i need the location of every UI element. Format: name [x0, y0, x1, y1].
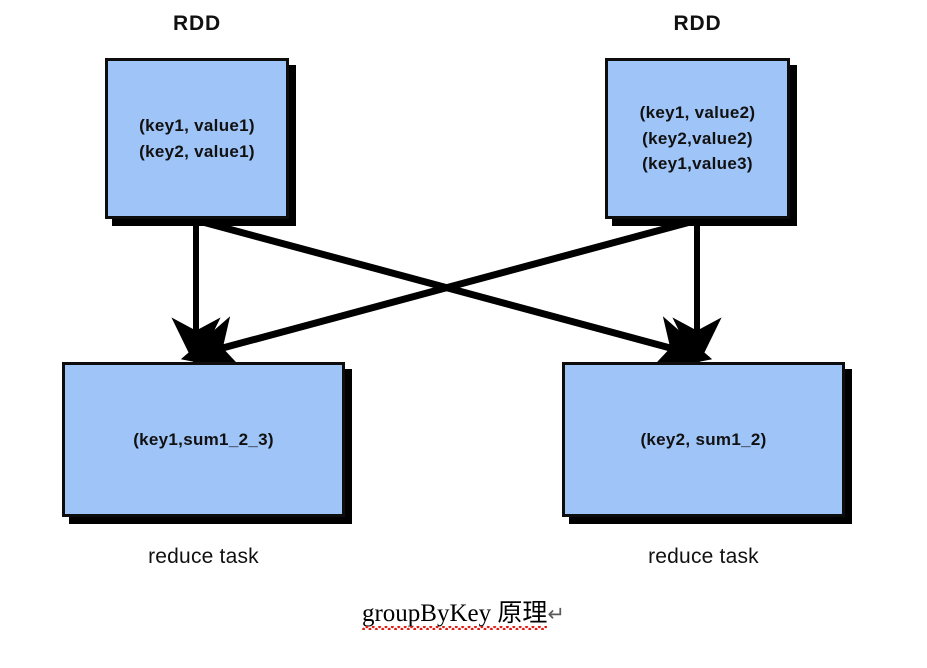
- edge-rdd2-to-reduce1: [180, 217, 695, 372]
- reduce-task-1-label: reduce task: [148, 545, 259, 568]
- rdd1-line-2: (key2, value1): [139, 141, 255, 161]
- rdd-title-1: RDD: [173, 12, 221, 35]
- source-rdd-2[interactable]: (key1, value2) (key2,value2) (key1,value…: [605, 58, 790, 219]
- figure-caption-text: groupByKey 原理: [361, 600, 548, 627]
- rdd1-line-1: (key1, value1): [139, 116, 255, 135]
- rdd2-line-1: (key1, value2): [639, 103, 756, 123]
- reduce-task-2[interactable]: (key2, sum1_2): [562, 362, 845, 517]
- rdd2-line-2: (key2,value2): [642, 128, 753, 148]
- rdd2-line-3: (key1,value3): [642, 154, 753, 174]
- source-rdd-1[interactable]: (key1, value1) (key2, value1): [105, 58, 289, 219]
- reduce1-line-1: (key1,sum1_2_3): [133, 429, 274, 449]
- rdd-title-2: RDD: [673, 12, 722, 35]
- reduce-task-2-label: reduce task: [648, 545, 759, 568]
- paragraph-mark-icon: ↵: [547, 602, 565, 626]
- figure-caption: groupByKey 原理↵: [0, 593, 927, 629]
- reduce2-line-1: (key2, sum1_2): [640, 429, 767, 449]
- reduce-task-1[interactable]: (key1,sum1_2_3): [62, 362, 345, 517]
